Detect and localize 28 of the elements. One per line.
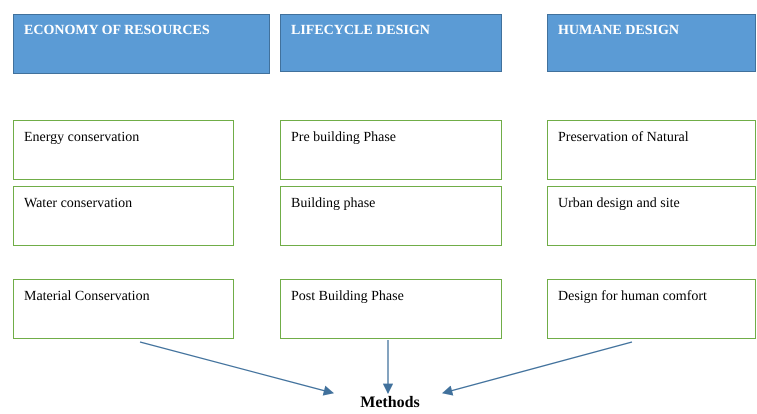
item-text: Design for human comfort [558,289,707,304]
category-header [547,14,756,72]
item-box [13,279,234,339]
arrow [442,341,632,396]
item-box [547,279,756,339]
category-header [280,14,502,72]
category-header [13,14,270,74]
item-box [547,186,756,246]
item-box [547,120,756,180]
item-text: Urban design and site [558,196,680,211]
item-text: LIFECYCLE DESIGN [291,23,430,38]
item-box [280,279,502,339]
item-box [13,120,234,180]
result-label: Methods [340,394,440,414]
item-text: Building phase [291,196,376,211]
item-text: HUMANE DESIGN [558,23,679,38]
item-text: ECONOMY OF RESOURCES [24,23,210,38]
item-box [280,120,502,180]
item-text: Preservation of Natural [558,130,689,145]
item-text: Pre building Phase [291,130,396,145]
item-box [13,186,234,246]
arrow [382,340,394,394]
item-text: Energy conservation [24,130,140,145]
item-text: Material Conservation [24,289,150,304]
item-box [280,186,502,246]
item-text: Post Building Phase [291,289,404,304]
arrow [140,341,334,396]
item-text: Water conservation [24,196,132,211]
